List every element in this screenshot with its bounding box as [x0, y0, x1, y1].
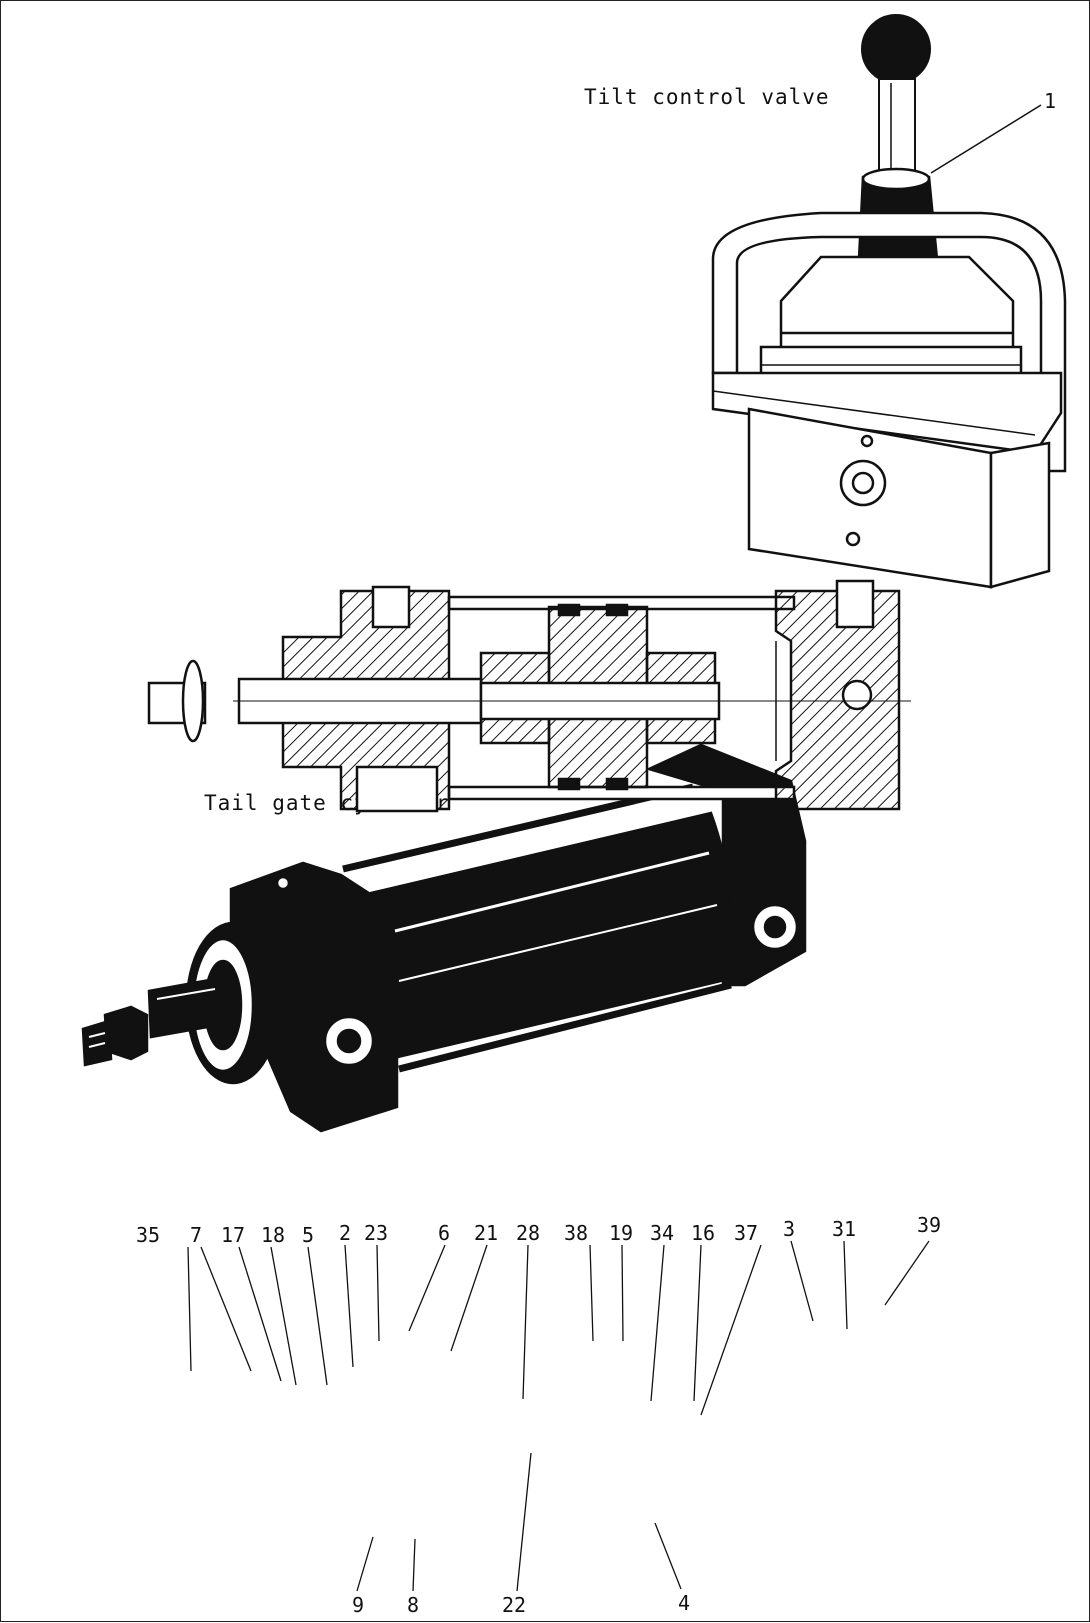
callout-34: 34 [650, 1221, 675, 1245]
callout-19: 19 [609, 1221, 634, 1245]
callout-16: 16 [691, 1221, 716, 1245]
callout-17: 17 [221, 1223, 246, 1247]
callout-31: 31 [832, 1217, 857, 1241]
callout-37: 37 [734, 1221, 759, 1245]
callout-9: 9 [352, 1593, 365, 1617]
callout-38: 38 [564, 1221, 589, 1245]
callout-28: 28 [516, 1221, 541, 1245]
callout-2: 2 [339, 1221, 352, 1245]
callout-5: 5 [302, 1223, 315, 1247]
callout-23: 23 [364, 1221, 389, 1245]
callout-39: 39 [917, 1213, 942, 1237]
callout-6: 6 [438, 1221, 451, 1245]
callout-18: 18 [261, 1223, 286, 1247]
valve-caption: Tilt control valve [584, 85, 830, 109]
callout-22: 22 [502, 1593, 527, 1617]
callout-7: 7 [190, 1223, 203, 1247]
callout-3: 3 [783, 1217, 796, 1241]
callout-21: 21 [474, 1221, 499, 1245]
callout-35: 35 [136, 1223, 161, 1247]
callout-8: 8 [407, 1593, 420, 1617]
callout-4: 4 [678, 1591, 691, 1615]
valve-body-icon [711, 167, 1067, 589]
lever-knob-icon [861, 14, 931, 178]
valve-callout-1: 1 [1044, 89, 1057, 113]
